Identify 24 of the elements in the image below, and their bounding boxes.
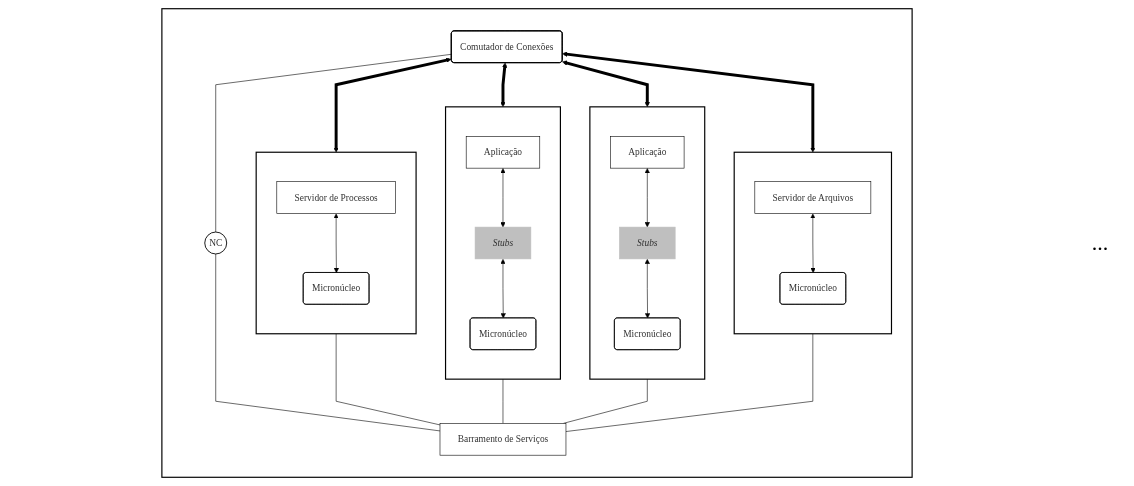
- node-box: Aplicação: [465, 136, 541, 169]
- node-box: Servidor de Arquivos: [754, 181, 872, 214]
- connector: [215, 53, 452, 233]
- node-box: Stubs: [619, 226, 676, 260]
- ellipsis-note: ...: [1090, 230, 1110, 256]
- node-box: Servidor de Processos: [276, 181, 396, 214]
- node-box: Aplicação: [610, 136, 685, 169]
- arrow: [500, 62, 508, 108]
- node-box: Barramento de Serviços: [439, 423, 567, 456]
- arrow: [562, 60, 650, 108]
- cluster: [444, 106, 561, 380]
- node-box: Stubs: [474, 226, 532, 260]
- arrow: [333, 57, 452, 153]
- connector: [502, 378, 504, 424]
- cluster: [161, 8, 913, 478]
- connector: [563, 378, 648, 424]
- cluster: [733, 151, 893, 335]
- cluster: [589, 106, 706, 380]
- connector: [335, 333, 441, 426]
- connector: [565, 333, 814, 432]
- connector: [215, 253, 441, 432]
- cluster: [255, 151, 417, 335]
- arrow: [562, 51, 816, 153]
- node-circle: NC: [204, 231, 228, 255]
